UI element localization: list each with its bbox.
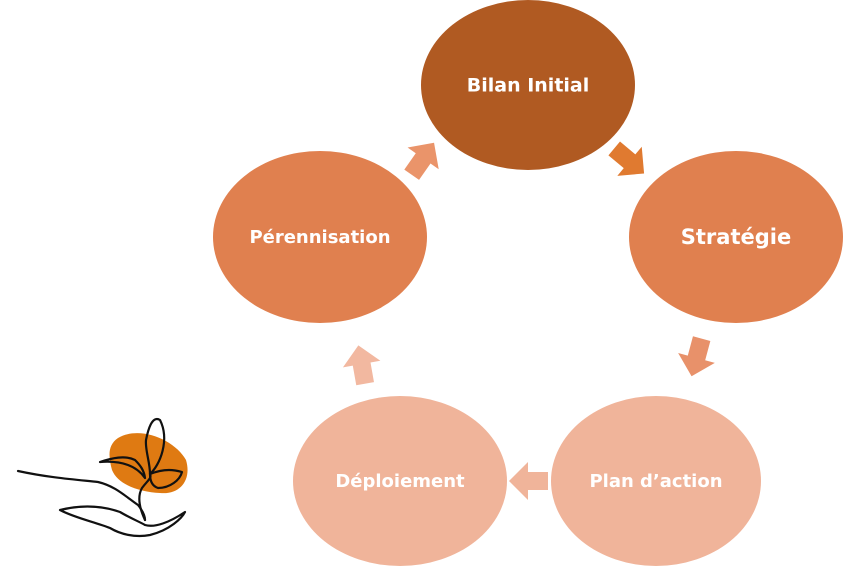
cycle-arrow-icon [608, 141, 645, 176]
cycle-arrow-icon [678, 336, 715, 377]
node-label: Pérennisation [249, 227, 390, 248]
cycle-arrow-icon [509, 462, 548, 500]
hand-holding-plant-icon [16, 417, 188, 538]
node-perennisation: Pérennisation [213, 151, 427, 323]
cycle-arrow-icon [342, 345, 381, 386]
node-deploiement: Déploiement [293, 396, 507, 566]
node-label: Déploiement [335, 471, 465, 492]
node-label: Stratégie [681, 225, 791, 249]
node-label: Bilan Initial [467, 75, 590, 97]
node-strategie: Stratégie [629, 151, 843, 323]
cycle-arrow-icon [404, 142, 439, 180]
node-bilan-initial: Bilan Initial [421, 0, 635, 170]
node-label: Plan d’action [589, 471, 722, 492]
node-plan-action: Plan d’action [551, 396, 761, 566]
